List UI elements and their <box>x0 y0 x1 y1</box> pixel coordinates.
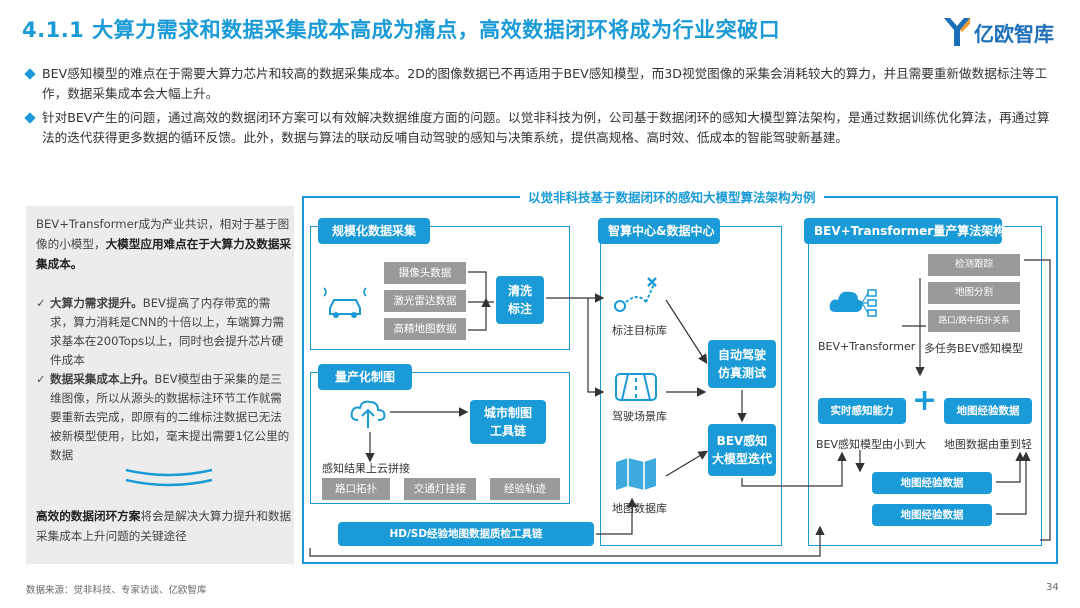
plus-icon: + <box>912 383 938 418</box>
toolchain-box: HD/SD经验地图数据质检工具链 <box>338 522 594 546</box>
item2-bold: 数据采集成本上升。 <box>50 372 155 386</box>
bev-transformer-label: BEV+Transformer <box>818 340 916 353</box>
item1-text: BEV提高了内存带宽的需求，算力消耗是CNN的十倍以上，车端算力需求基本在200… <box>50 296 285 367</box>
panel-intro-text: BEV+Transformer成为产业共识，相对于基于图像的小模型， <box>36 217 290 251</box>
check-icon: ✓ <box>36 372 46 386</box>
diamond-bullet-icon <box>24 112 36 124</box>
arch-tag-topology: 路口/路中拓扑关系 <box>928 310 1020 332</box>
item1-bold: 大算力需求提升。 <box>50 296 143 310</box>
label-map-database: 地图数据库 <box>612 502 667 515</box>
conclusion-bold: 高效的数据闭环方案 <box>36 509 141 523</box>
label-scene-library: 驾驶场景库 <box>612 410 667 423</box>
panel-item-data-cost: ✓ 数据采集成本上升。BEV模型由于采集的是三维图像，所以从源头的数据标注环节工… <box>36 370 290 465</box>
data-source-footer: 数据来源：觉非科技、专家访谈、亿欧智库 <box>26 585 207 596</box>
map-database-icon <box>616 458 656 490</box>
panel-conclusion: 高效的数据闭环方案将会是解决大算力提升和数据采集成本上升问题的关键途径 <box>36 506 292 546</box>
item2-text: BEV模型由于采集的是三维图像，所以从源头的数据标注环节工作就需要重新去完成，即… <box>50 372 290 462</box>
map-exp-data-1: 地图经验数据 <box>872 472 992 494</box>
simulation-test-box: 自动驾驶仿真测试 <box>708 340 776 388</box>
chevron-down-icon <box>125 468 213 477</box>
map-item-trajectory: 经验轨迹 <box>490 478 560 500</box>
simulation-test-text: 自动驾驶仿真测试 <box>717 348 766 380</box>
map-experience-box: 地图经验数据 <box>944 398 1032 424</box>
cloud-upload-icon <box>350 400 386 428</box>
panel-intro-bold: 大模型应用难点在于大算力及数据采集成本。 <box>36 237 292 271</box>
section-mass-mapping-head: 量产化制图 <box>318 364 412 390</box>
logo-text: 亿欧智库 <box>974 22 1054 46</box>
diamond-bullet-icon <box>24 68 36 80</box>
collect-item-camera: 摄像头数据 <box>384 262 466 284</box>
page-number: 34 <box>1046 582 1059 593</box>
clean-label-box: 清洗标注 <box>496 276 544 324</box>
collect-item-lidar: 激光雷达数据 <box>384 290 466 312</box>
bullet-2-text: 针对BEV产生的问题，通过高效的数据闭环方案可以有效解决数据维度方面的问题。以觉… <box>42 110 1050 145</box>
diagram-title: 以觉非科技基于数据闭环的感知大模型算法架构为例 <box>520 187 824 206</box>
arch-tag-detection: 检测跟踪 <box>928 254 1020 276</box>
arch-tag-segmentation: 地图分割 <box>928 282 1020 304</box>
bev-iteration-text: BEV感知大模型迭代 <box>712 434 773 466</box>
logo: 亿欧智库 <box>942 12 1060 52</box>
chevron-down-icon <box>125 478 213 487</box>
map-exp-data-2: 地图经验数据 <box>872 504 992 526</box>
panel-intro: BEV+Transformer成为产业共识，相对于基于图像的小模型，大模型应用难… <box>36 214 292 274</box>
bullet-1: BEV感知模型的难点在于需要大算力芯片和较高的数据采集成本。2D的图像数据已不再… <box>24 64 1056 104</box>
city-map-text: 城市制图工具链 <box>483 406 532 438</box>
logo-mark-icon <box>944 18 970 46</box>
page-title: 4.1.1 大算力需求和数据采集成本高成为痛点，高效数据闭环将成为行业突破口 <box>22 18 781 42</box>
collect-item-hdmap: 高精地图数据 <box>384 318 466 340</box>
section-data-collection-head: 规模化数据采集 <box>318 218 430 244</box>
label-target-library: 标注目标库 <box>612 324 667 337</box>
annotation-target-icon <box>614 277 657 312</box>
realtime-perception-box: 实时感知能力 <box>818 398 906 424</box>
cloud-network-icon <box>829 289 877 317</box>
panel-item-compute: ✓ 大算力需求提升。BEV提高了内存带宽的需求，算力消耗是CNN的十倍以上，车端… <box>36 294 290 370</box>
multitask-model-label: 多任务BEV感知模型 <box>924 342 1024 355</box>
driving-scene-icon <box>615 373 657 401</box>
clean-label-text: 清洗标注 <box>507 284 532 316</box>
section-compute-center-head: 智算中心&数据中心 <box>598 218 720 244</box>
left-summary-panel: BEV+Transformer成为产业共识，相对于基于图像的小模型，大模型应用难… <box>26 206 294 564</box>
map-item-traffic-light: 交通灯挂接 <box>404 478 476 500</box>
model-small-to-large-label: BEV感知模型由小到大 <box>816 438 927 451</box>
bullet-2: 针对BEV产生的问题，通过高效的数据闭环方案可以有效解决数据维度方面的问题。以觉… <box>24 108 1056 148</box>
bev-iteration-box: BEV感知大模型迭代 <box>708 424 776 476</box>
map-heavy-to-light-label: 地图数据由重到轻 <box>944 438 1032 451</box>
bullet-1-text: BEV感知模型的难点在于需要大算力芯片和较高的数据采集成本。2D的图像数据已不再… <box>42 66 1048 101</box>
section-algorithm-arch-head: BEV+Transformer量产算法架构 <box>804 218 1005 244</box>
check-icon: ✓ <box>36 296 46 310</box>
conclusion-text: 将会是解决大算力提升和数据采集成本上升问题的关键途径 <box>36 509 292 543</box>
map-item-intersection: 路口拓扑 <box>322 478 390 500</box>
car-sensor-icon <box>323 287 367 318</box>
perception-upload-label: 感知结果上云拼接 <box>322 462 410 475</box>
city-map-toolchain-box: 城市制图工具链 <box>470 400 546 444</box>
